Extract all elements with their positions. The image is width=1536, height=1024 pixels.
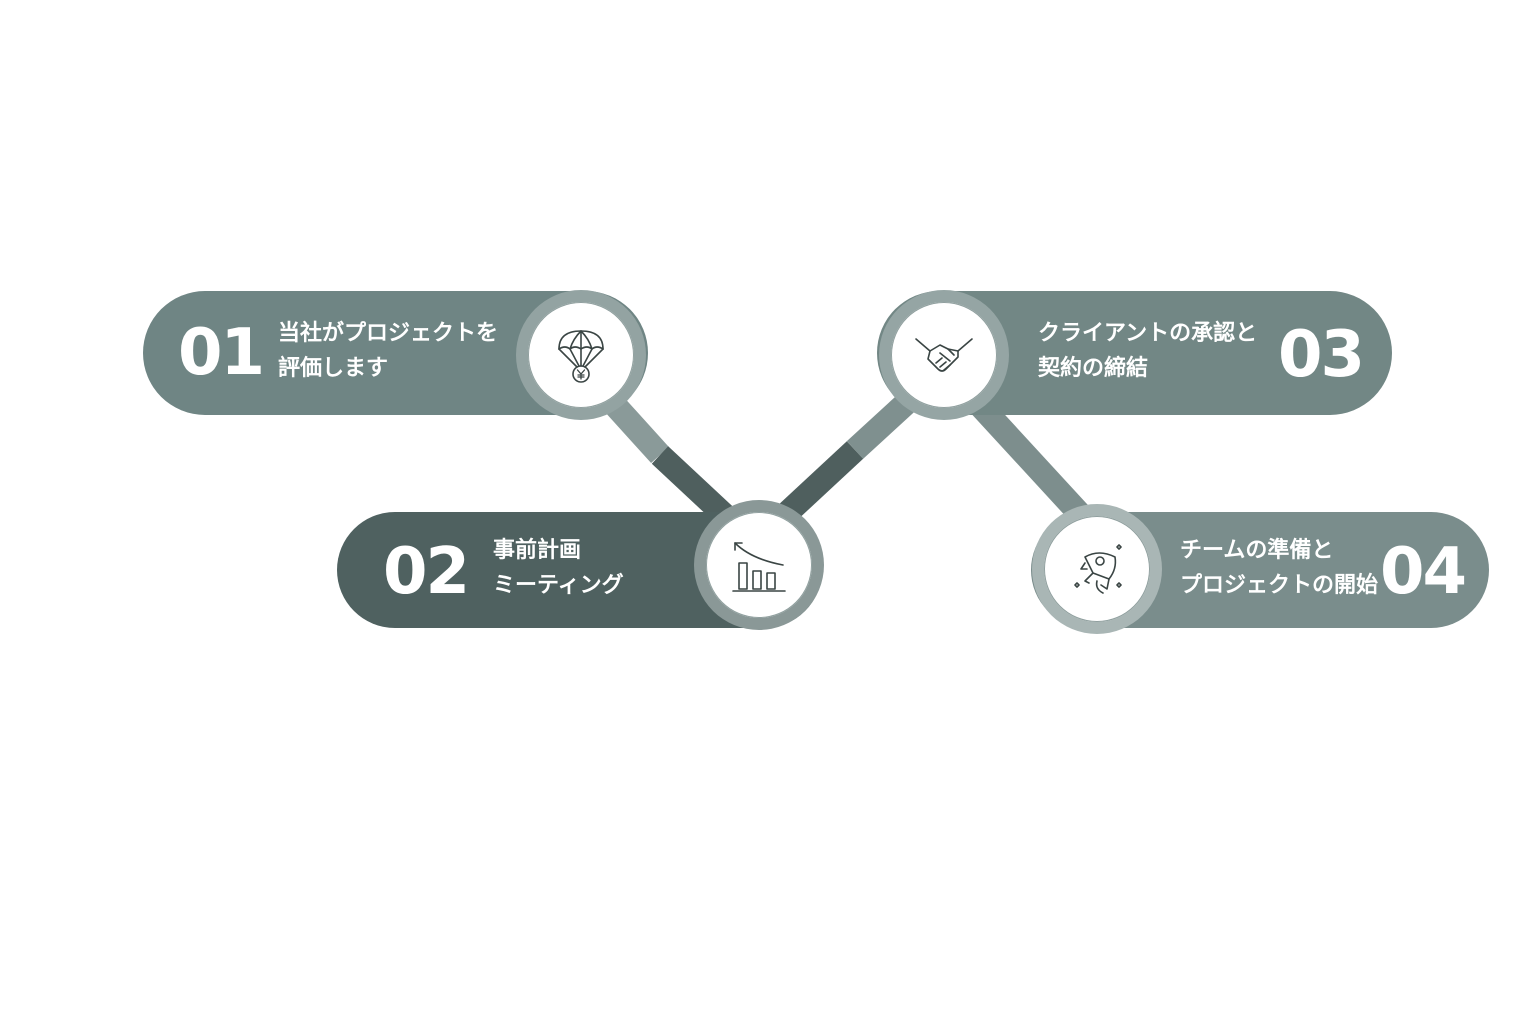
step-4-label-line1: チームの準備と (1180, 538, 1334, 563)
growth-chart-icon (732, 542, 786, 592)
parachute-yen-icon (558, 330, 604, 383)
step-2-label-line1: 事前計画 (493, 538, 582, 563)
step-4-label-line2: プロジェクトの開始 (1180, 573, 1379, 598)
step-2-label-line2: ミーティング (493, 573, 624, 598)
step-2-icon-node (694, 500, 824, 630)
step-1-icon-node (516, 290, 646, 420)
step-4-label: チームの準備と プロジェクトの開始 (1180, 533, 1378, 603)
step-2-number: 02 (383, 535, 470, 609)
step-4-number: 04 (1380, 535, 1467, 609)
connector-2-3-dark (776, 441, 864, 524)
step-1-label: 当社がプロジェクトを 評価します (278, 316, 498, 386)
connector-1-2-light (603, 393, 669, 464)
step-4-icon-node (1032, 504, 1162, 634)
step-3-label: クライアントの承認と 契約の締結 (1038, 316, 1257, 386)
step-1-number: 01 (178, 316, 265, 390)
step-1-label-line2: 評価します (278, 356, 389, 381)
connector-3-4 (966, 391, 1099, 534)
step-3-label-line1: クライアントの承認と (1038, 321, 1258, 346)
step-3-icon-node (879, 290, 1009, 420)
step-3-label-line2: 契約の締結 (1038, 356, 1149, 381)
step-3-number: 03 (1278, 318, 1365, 392)
step-2-label: 事前計画 ミーティング (493, 533, 624, 603)
handshake-icon (915, 338, 973, 372)
step-1-label-line1: 当社がプロジェクトを (278, 321, 499, 346)
rocket-icon (1074, 544, 1122, 594)
